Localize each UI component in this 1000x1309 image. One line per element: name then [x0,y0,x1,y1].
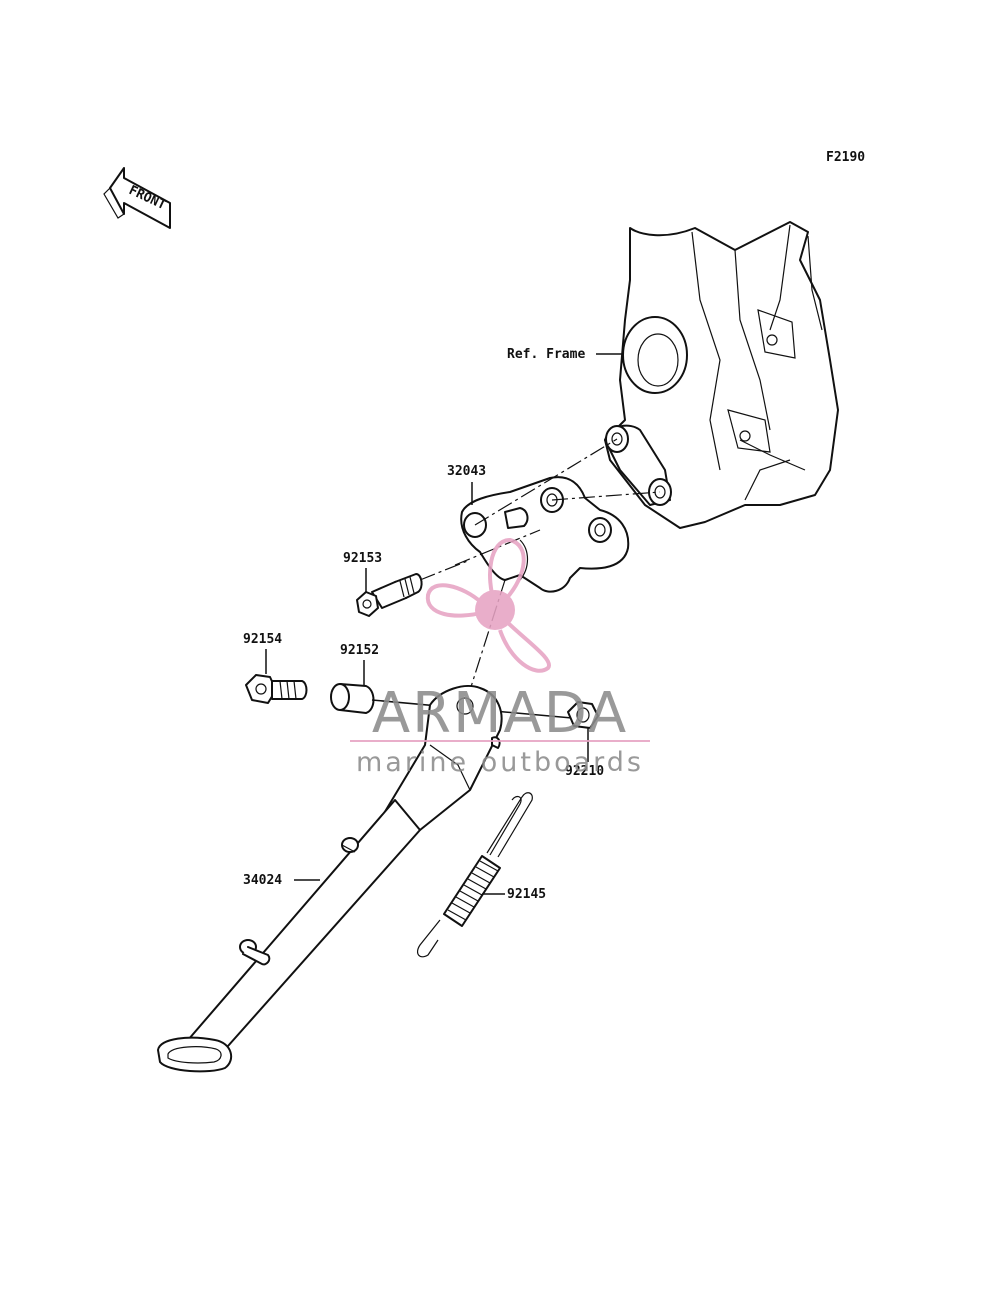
label-ref-frame: Ref. Frame [507,347,585,362]
label-32043: 32043 [447,464,486,479]
label-92152: 92152 [340,643,379,658]
bolt-92153-drawing [356,573,423,617]
figure-code: F2190 [826,150,865,165]
propeller-hub-icon [475,590,515,630]
label-92145: 92145 [507,887,546,902]
label-92210: 92210 [565,764,604,779]
armada-watermark: ARMADA marine outboards [350,537,650,778]
nut-92210-drawing [567,701,599,729]
propeller-logo-icon [425,537,552,673]
side-stand-drawing [157,685,503,1073]
watermark-brand: ARMADA [372,681,628,746]
collar-92152-drawing [330,683,375,714]
label-34024: 34024 [243,873,282,888]
label-92154: 92154 [243,632,282,647]
bracket-drawing [460,476,630,593]
front-arrow-icon: FRONT [103,167,171,229]
watermark-tagline: marine outboards [356,747,644,778]
label-92153: 92153 [343,551,382,566]
spring-92145-drawing [416,792,533,958]
bolt-92154-drawing [245,674,308,704]
frame-drawing [604,221,839,529]
